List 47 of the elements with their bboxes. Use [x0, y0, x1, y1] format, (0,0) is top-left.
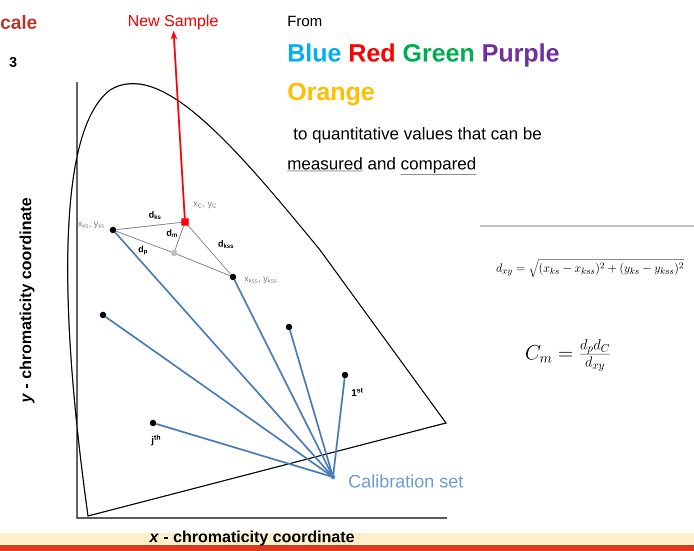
axis-title: y - chromaticity coordinate [20, 198, 34, 404]
connector [289, 330, 334, 476]
data-point [100, 312, 106, 318]
annotation-text: New Sample [128, 14, 218, 30]
connector [174, 225, 184, 250]
point-label: x$_{ks}$, y$_{ks}$ [78, 222, 104, 228]
data-point [170, 250, 178, 256]
data-point [110, 226, 116, 234]
connector [332, 378, 346, 475]
data-point [286, 324, 292, 330]
point-label: j$^{th}$ [151, 434, 160, 446]
heading-text: 3 [10, 57, 16, 67]
body-text: and [368, 157, 395, 170]
connector [176, 254, 230, 276]
point-label: 1$^{st}$ [352, 388, 363, 396]
point-label: Calibration set [349, 474, 464, 488]
body-text: compared [400, 157, 476, 174]
data-point [150, 420, 156, 426]
body-text: to quantitative values that can be [293, 127, 541, 143]
colour-word: Purple [483, 43, 559, 67]
connector [105, 316, 332, 476]
colour-word: Red [350, 43, 394, 62]
formula: $C_m = \frac{d_p d_C}{d_{xy}}$ [526, 339, 610, 371]
edge-label: d$_{m}$ [166, 228, 178, 238]
data-point [342, 372, 348, 378]
edge-label: d$_{kss}$ [218, 240, 234, 248]
connector [188, 225, 232, 275]
edge-label: d$_{p}$ [138, 245, 148, 255]
heading-text: cale [0, 15, 37, 29]
data-point [230, 274, 236, 280]
point-label: x$_{C}$, y$_{C}$ [193, 202, 216, 208]
data-point [330, 474, 336, 480]
colour-word: Blue [288, 43, 341, 62]
formula: $d_{xy} = \sqrt{(x_{ks}-x_{kss})^2+(y_{ks}-y_{kss})^2}$ [496, 259, 684, 278]
connector [116, 230, 172, 252]
connector [114, 232, 332, 476]
colour-word: Orange [288, 82, 374, 106]
edge-label: d$_{ks}$ [148, 210, 162, 220]
data-point [181, 218, 189, 226]
body-text: From [288, 16, 322, 26]
colour-word: Green [404, 44, 474, 62]
connector [234, 279, 333, 476]
connector [116, 222, 182, 230]
point-label: x$_{kss}$, y$_{kss}$ [244, 276, 276, 284]
axis-title: x - chromaticity coordinate [148, 530, 354, 546]
connector [156, 423, 332, 478]
body-text: measured [287, 157, 363, 172]
